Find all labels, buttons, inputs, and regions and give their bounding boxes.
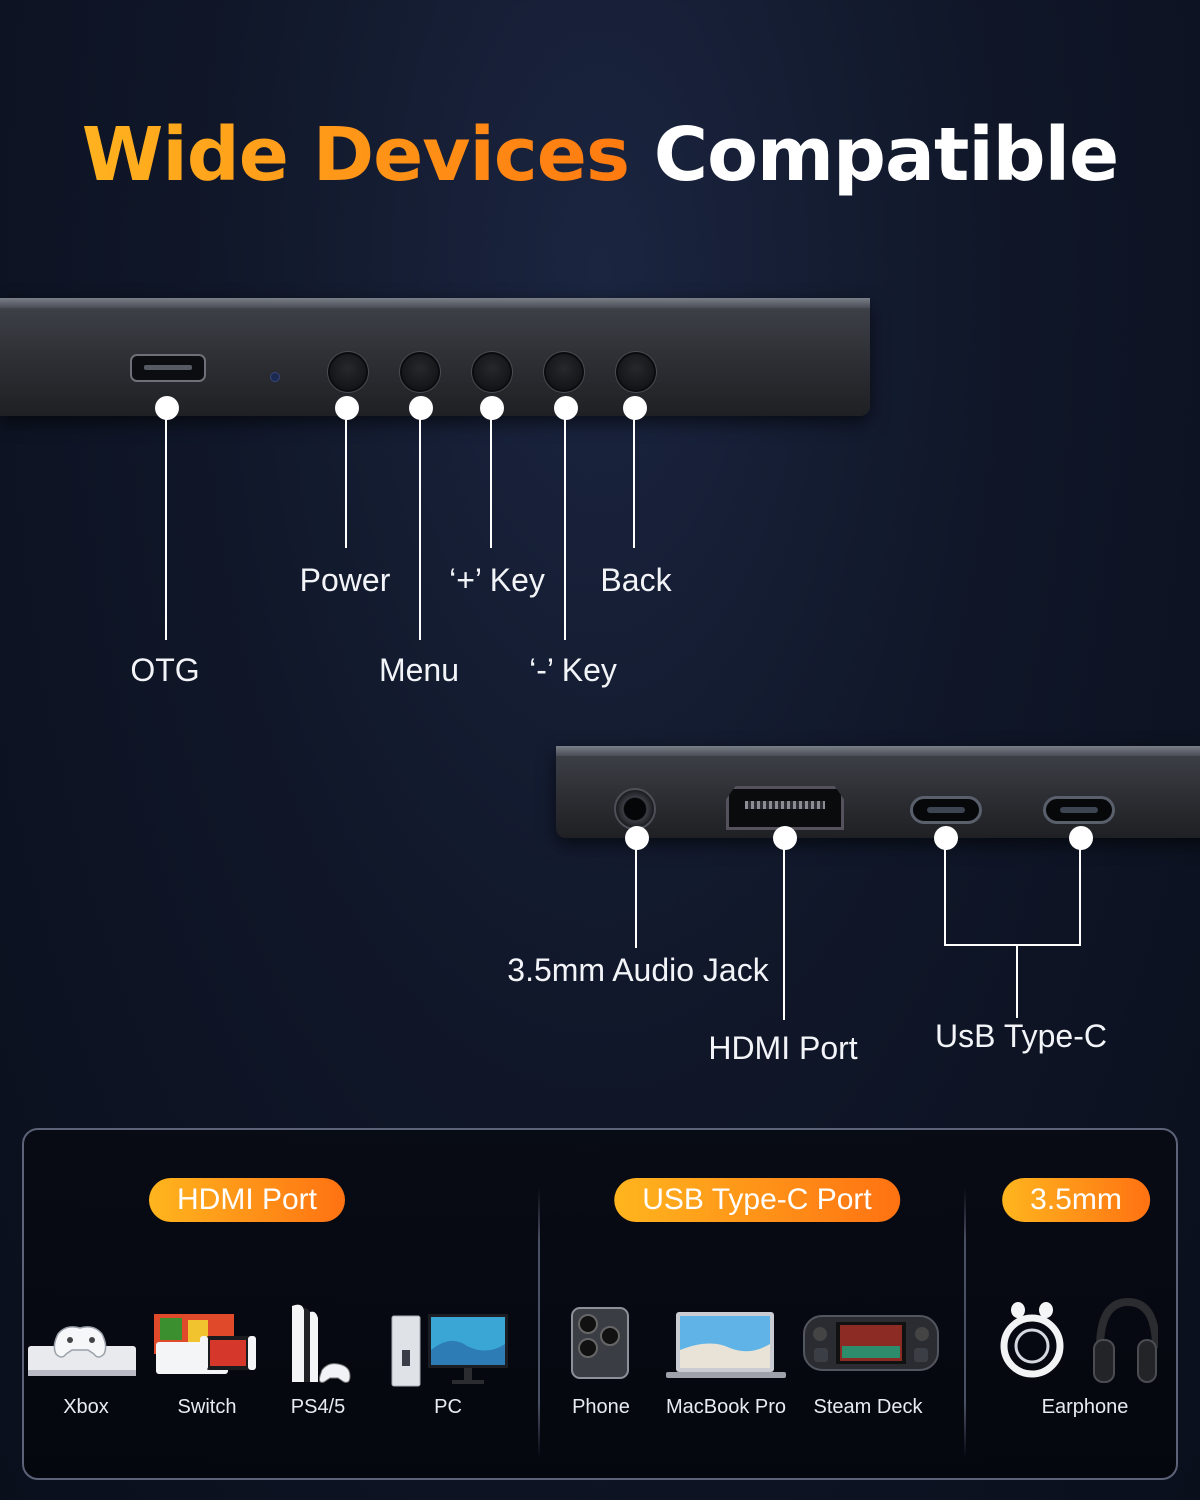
macbook-icon <box>666 1312 786 1378</box>
usbc-port-2 <box>1043 796 1115 824</box>
hdmi-label: HDMI Port <box>708 1030 858 1066</box>
minus-key-leader-line <box>564 408 566 640</box>
hdmi-leader-line <box>783 838 785 1020</box>
steam-deck-icon <box>803 1315 939 1371</box>
menu-button[interactable] <box>400 352 440 392</box>
panel-divider-2 <box>964 1188 966 1458</box>
hdmi-marker <box>773 826 797 850</box>
otg-label: OTG <box>130 652 200 688</box>
audio-jack-port <box>614 788 656 830</box>
earphone-icon <box>1000 1297 1158 1383</box>
menu-leader-line <box>419 408 421 640</box>
back-leader-line <box>633 408 635 548</box>
xbox-icon <box>28 1326 136 1376</box>
plus-key-label: ‘+’ Key <box>449 562 545 598</box>
menu-marker <box>409 396 433 420</box>
hdmi-group-badge: HDMI Port <box>148 1178 346 1222</box>
usbc-bracket-line <box>944 944 1081 946</box>
audio-leader-line <box>635 838 637 948</box>
ps5-label: PS4/5 <box>290 1396 346 1418</box>
audio-label: 3.5mm Audio Jack <box>507 952 769 988</box>
back-marker <box>623 396 647 420</box>
phone-label: Phone <box>572 1396 630 1418</box>
panel-divider-1 <box>538 1188 540 1458</box>
otg-port <box>130 354 206 382</box>
plus-key-leader-line <box>490 408 492 548</box>
audio-marker <box>625 826 649 850</box>
switch-label: Switch <box>177 1396 237 1418</box>
pc-label: PC <box>434 1396 462 1418</box>
indicator-light <box>270 372 280 382</box>
hdmi-port <box>726 786 844 830</box>
usbc-port-1 <box>910 796 982 824</box>
phone-icon <box>571 1307 629 1379</box>
macbook-label: MacBook Pro <box>665 1396 787 1418</box>
title-accent: Wide Devices <box>81 112 630 198</box>
page-title: Wide Devices Compatible <box>0 112 1200 198</box>
otg-marker <box>155 396 179 420</box>
steam-deck-label: Steam Deck <box>813 1396 923 1418</box>
plus-key-marker <box>480 396 504 420</box>
switch-icon <box>154 1314 256 1374</box>
power-button[interactable] <box>328 352 368 392</box>
minus-key-marker <box>554 396 578 420</box>
usbc-leader-line-1 <box>944 838 946 946</box>
usbc-marker-1 <box>934 826 958 850</box>
power-marker <box>335 396 359 420</box>
audio-group-badge: 3.5mm <box>1002 1178 1150 1222</box>
otg-leader-line <box>165 408 167 640</box>
ps5-icon <box>292 1304 351 1383</box>
back-label: Back <box>600 562 672 598</box>
power-label: Power <box>299 562 391 598</box>
xbox-label: Xbox <box>63 1396 109 1418</box>
usbc-marker-2 <box>1069 826 1093 850</box>
usbc-group-badge: USB Type-C Port <box>614 1178 900 1222</box>
back-button[interactable] <box>616 352 656 392</box>
pc-icon <box>391 1314 508 1387</box>
plus-key-button[interactable] <box>472 352 512 392</box>
usbc-leader-line-2 <box>1079 838 1081 946</box>
earphone-label: Earphone <box>1041 1396 1129 1418</box>
usbc-label: UsB Type-C <box>935 1018 1107 1054</box>
power-leader-line <box>345 408 347 548</box>
menu-label: Menu <box>378 652 460 688</box>
minus-key-label: ‘-’ Key <box>529 652 617 688</box>
usbc-leader-line-stem <box>1016 944 1018 1018</box>
title-rest: Compatible <box>653 112 1119 198</box>
monitor-side-bottom <box>556 746 1200 838</box>
minus-key-button[interactable] <box>544 352 584 392</box>
